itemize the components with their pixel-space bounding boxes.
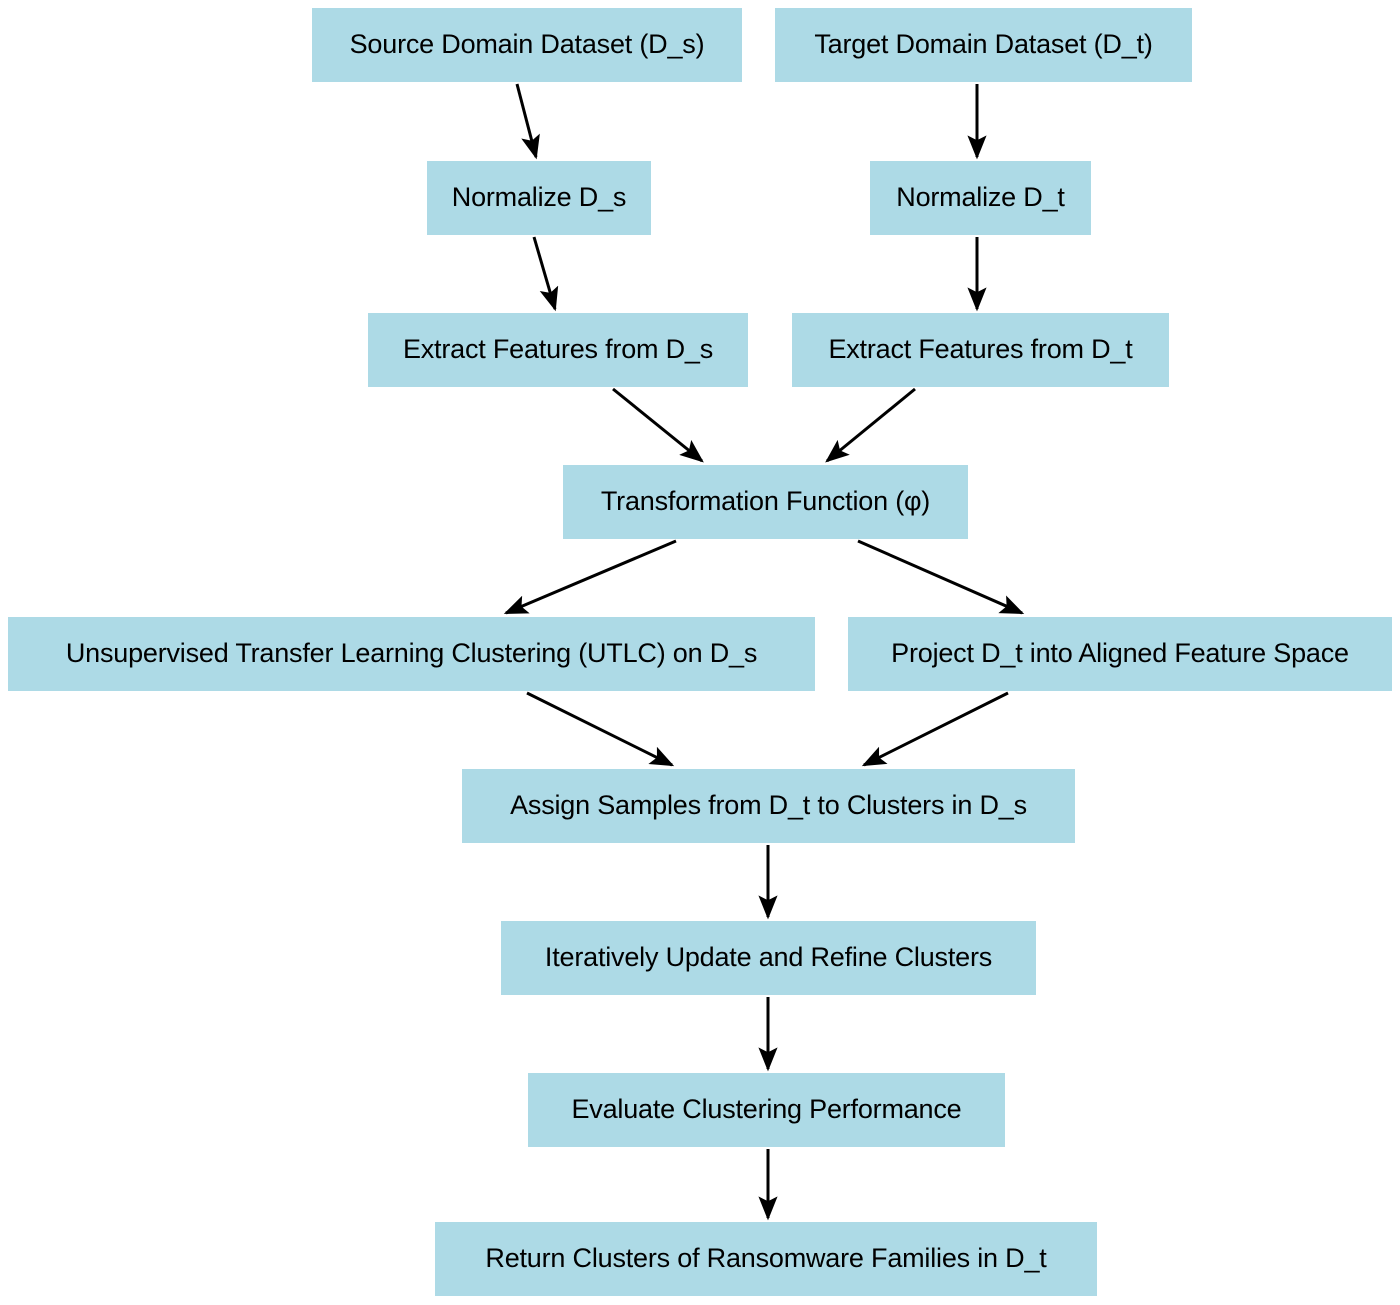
flow-node-label: Extract Features from D_t	[828, 334, 1133, 365]
flow-node-assign_samples[interactable]: Assign Samples from D_t to Clusters in D…	[462, 769, 1075, 843]
flow-node-label: Project D_t into Aligned Feature Space	[891, 638, 1349, 669]
flow-node-normalize_ds[interactable]: Normalize D_s	[427, 161, 651, 235]
flow-node-label: Extract Features from D_s	[402, 334, 714, 365]
flow-edge-extract_ds-to-transform_fn	[612, 387, 704, 463]
flow-node-label: Assign Samples from D_t to Clusters in D…	[510, 790, 1027, 821]
flow-node-label: Target Domain Dataset (D_t)	[814, 29, 1153, 60]
flow-edge-transform_fn-to-project_dt	[857, 539, 1025, 615]
flow-edge-transform_fn-to-utlc_clustering	[503, 539, 677, 615]
flow-node-normalize_dt[interactable]: Normalize D_t	[870, 161, 1091, 235]
flow-node-label: Unsupervised Transfer Learning Clusterin…	[65, 638, 758, 669]
flow-node-label: Iteratively Update and Refine Clusters	[544, 942, 993, 973]
flow-node-utlc_clustering[interactable]: Unsupervised Transfer Learning Clusterin…	[8, 617, 815, 691]
flow-node-return_clusters[interactable]: Return Clusters of Ransomware Families i…	[435, 1222, 1097, 1296]
flow-node-label: Evaluate Clustering Performance	[571, 1094, 962, 1125]
flow-node-label: Normalize D_t	[896, 182, 1065, 213]
flow-node-source_dataset[interactable]: Source Domain Dataset (D_s)	[312, 8, 742, 82]
flow-node-extract_dt[interactable]: Extract Features from D_t	[792, 313, 1169, 387]
flow-node-label: Transformation Function (φ)	[600, 486, 931, 517]
flow-node-label: Normalize D_s	[451, 182, 627, 213]
flow-node-transform_fn[interactable]: Transformation Function (φ)	[563, 465, 968, 539]
flow-node-label: Source Domain Dataset (D_s)	[349, 29, 705, 60]
flow-edge-extract_dt-to-transform_fn	[825, 387, 916, 463]
flow-node-label: Return Clusters of Ransomware Families i…	[485, 1243, 1047, 1274]
flow-edge-source_dataset-to-normalize_ds	[515, 83, 540, 160]
flow-edge-project_dt-to-assign_samples	[861, 691, 1009, 767]
flow-node-extract_ds[interactable]: Extract Features from D_s	[368, 313, 748, 387]
flow-node-refine_clusters[interactable]: Iteratively Update and Refine Clusters	[501, 921, 1036, 995]
flow-edge-normalize_ds-to-extract_ds	[532, 236, 559, 312]
flow-node-project_dt[interactable]: Project D_t into Aligned Feature Space	[848, 617, 1392, 691]
flow-node-target_dataset[interactable]: Target Domain Dataset (D_t)	[775, 8, 1192, 82]
flow-node-evaluate_perf[interactable]: Evaluate Clustering Performance	[528, 1073, 1005, 1147]
flow-edge-utlc_clustering-to-assign_samples	[526, 691, 675, 767]
